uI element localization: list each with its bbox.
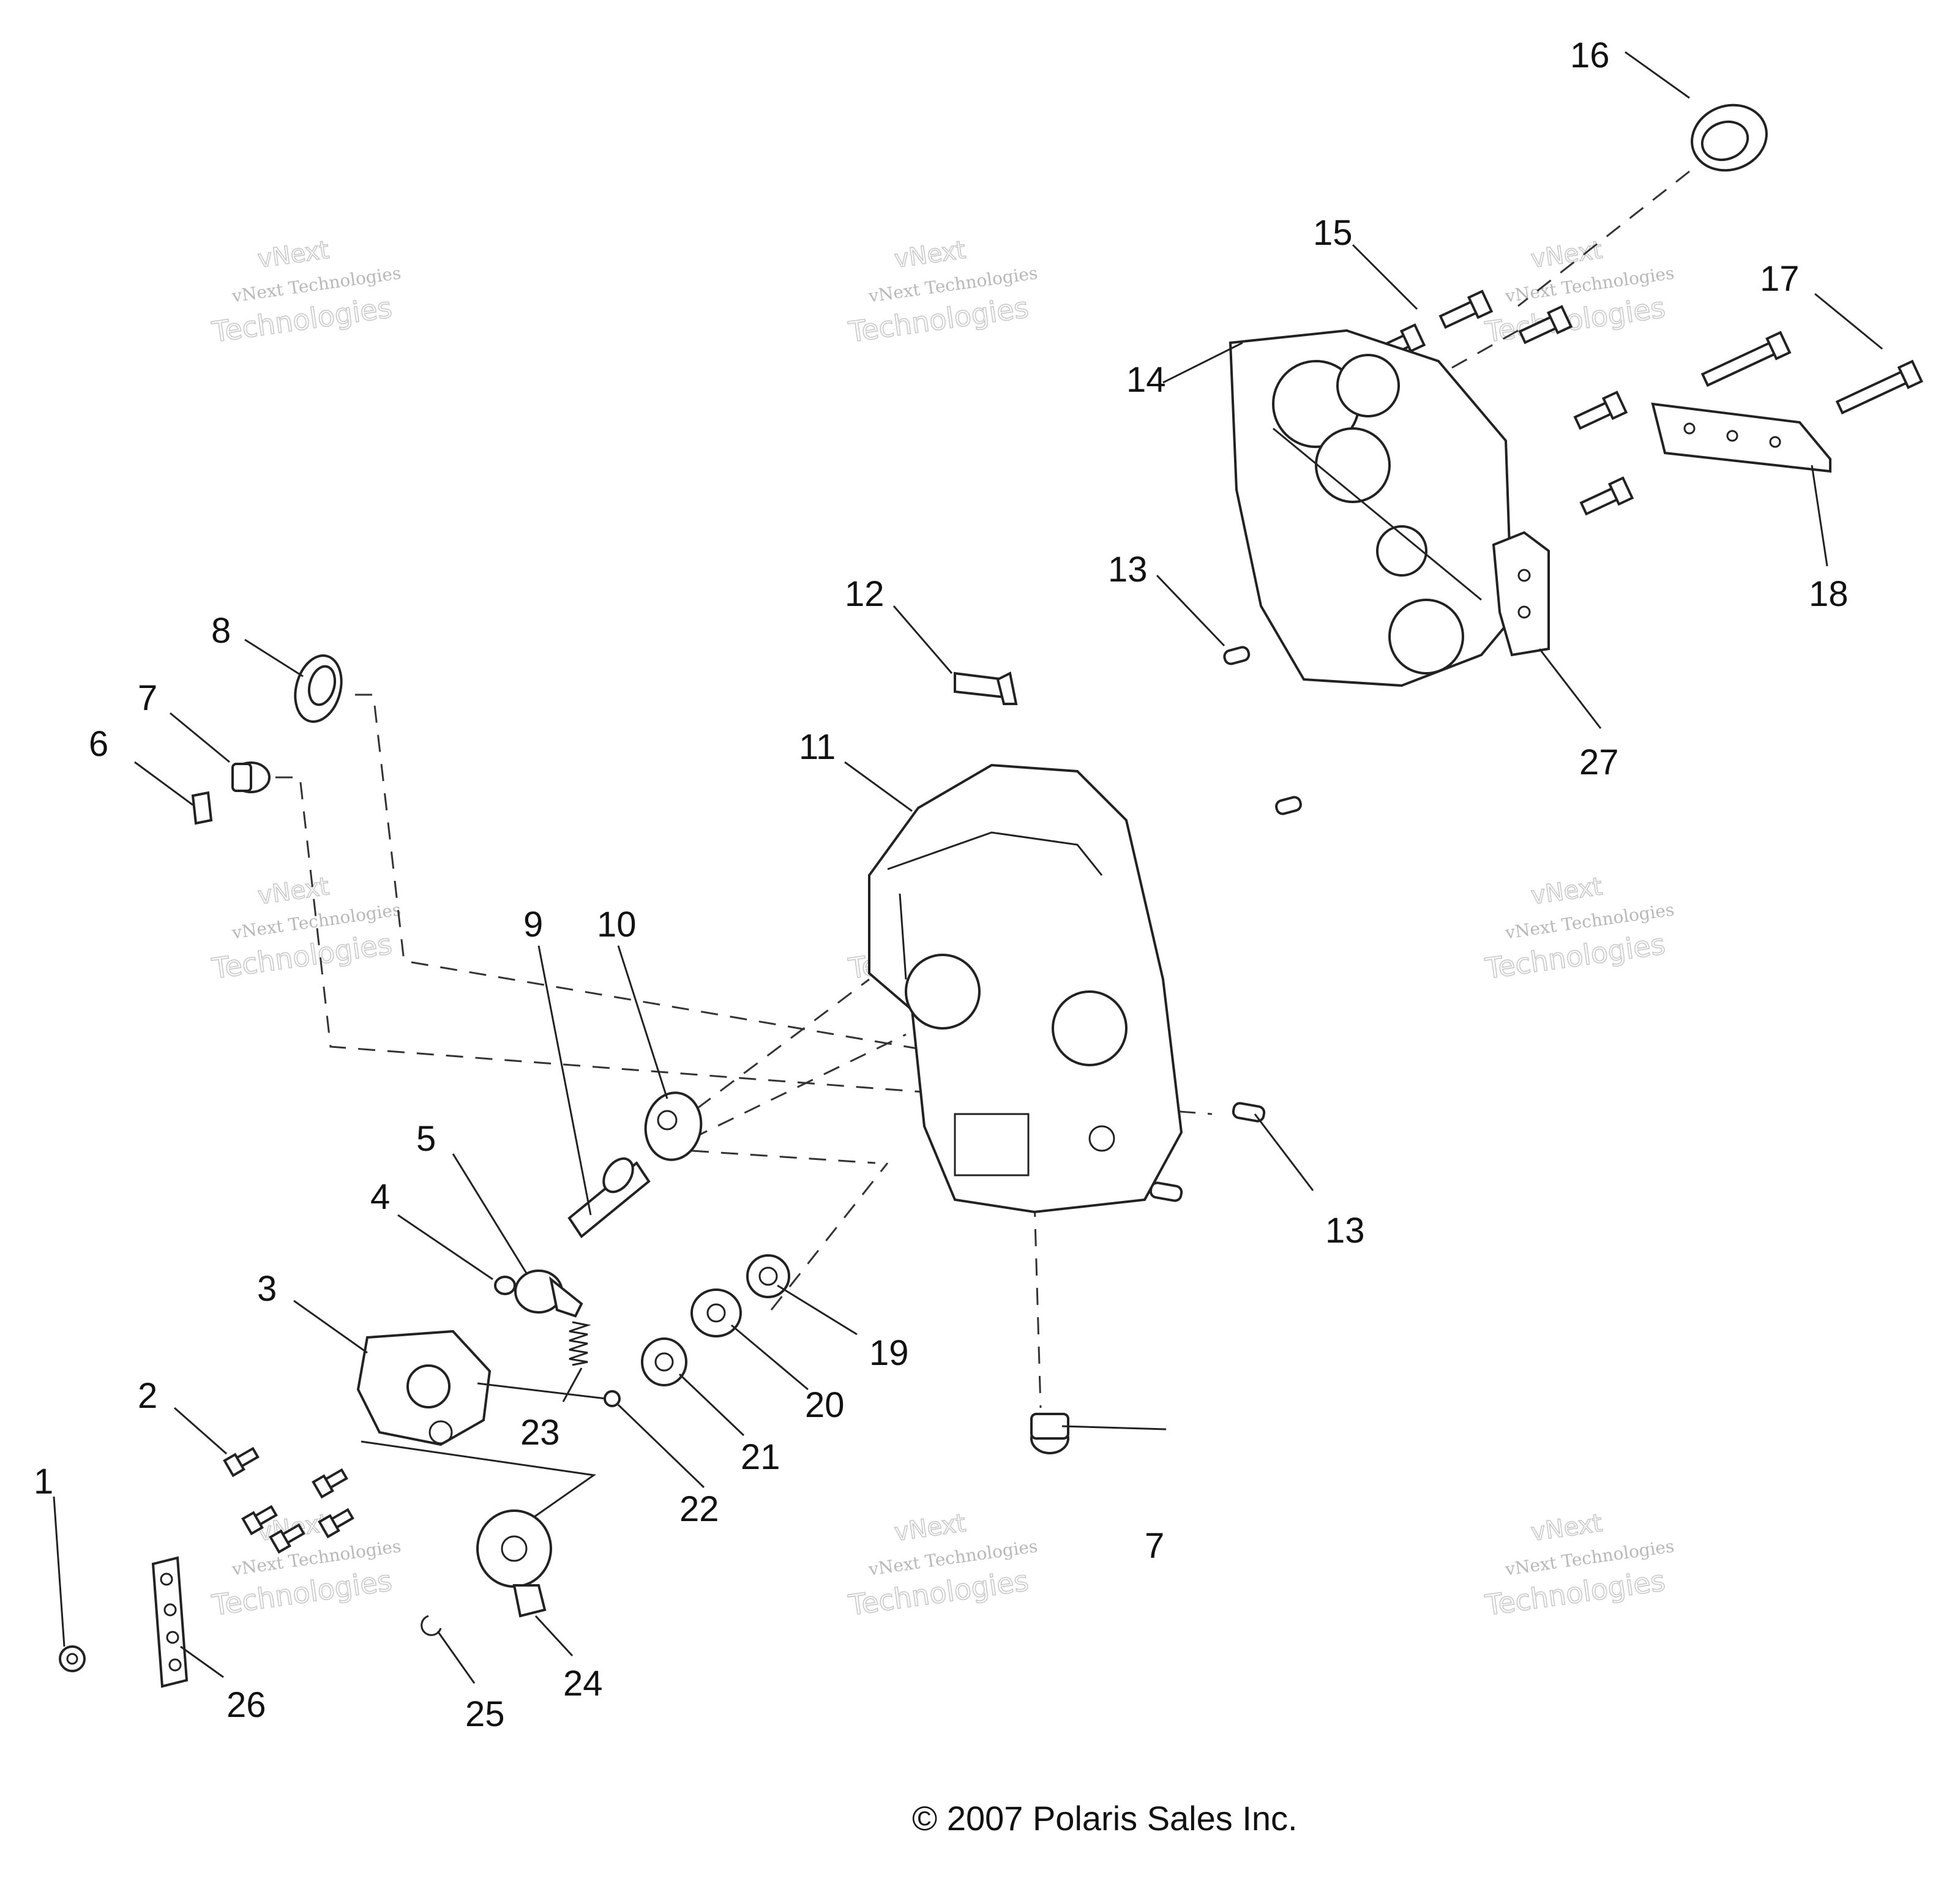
- part-6-clip: [191, 791, 213, 825]
- callout-14: 14: [1126, 360, 1166, 400]
- svg-text:vNext: vNext: [256, 236, 331, 274]
- callout-20: 20: [805, 1385, 845, 1425]
- callout-1: 1: [34, 1462, 53, 1501]
- svg-text:vNext: vNext: [892, 236, 967, 274]
- callout-21: 21: [741, 1437, 780, 1477]
- leader-lines: [53, 51, 1883, 1684]
- callout-7a: 7: [138, 678, 157, 718]
- part-8-seal: [294, 654, 343, 723]
- part-11-main-case: [868, 763, 1183, 1214]
- part-16-seal: [1691, 103, 1768, 172]
- callout-16: 16: [1570, 36, 1610, 75]
- part-9-shaft: [567, 1157, 651, 1238]
- svg-text:vNext: vNext: [892, 1509, 967, 1547]
- part-27-bracket: [1492, 531, 1550, 657]
- watermark: vNext vNext Technologies Technologies: [846, 235, 1039, 349]
- part-17-bolts: [1573, 331, 1923, 516]
- watermark: vNext vNext Technologies Technologies: [209, 1508, 402, 1622]
- part-19-gear: [746, 1254, 790, 1298]
- callout-11: 11: [799, 727, 836, 767]
- callout-8: 8: [211, 611, 231, 651]
- part-21-gear: [641, 1337, 687, 1386]
- callout-18: 18: [1809, 574, 1849, 614]
- callout-17: 17: [1760, 259, 1800, 299]
- callout-24: 24: [563, 1664, 603, 1703]
- callout-22: 22: [679, 1489, 719, 1529]
- callout-26: 26: [226, 1685, 266, 1725]
- part-26-plate: [151, 1556, 189, 1688]
- callout-10: 10: [597, 905, 637, 944]
- callout-9: 9: [523, 905, 543, 944]
- callout-3: 3: [257, 1269, 277, 1309]
- callout-7b: 7: [1145, 1526, 1164, 1566]
- part-2-screws: [223, 1446, 354, 1554]
- callout-13b: 13: [1325, 1211, 1365, 1251]
- callout-25: 25: [465, 1694, 505, 1734]
- callout-6: 6: [89, 724, 108, 764]
- part-24-idler: [476, 1509, 552, 1618]
- callout-19: 19: [869, 1333, 909, 1373]
- part-14-cover: [1229, 329, 1514, 687]
- part-7-plug: [231, 761, 271, 793]
- part-3-housing: [356, 1329, 607, 1519]
- callout-27: 27: [1579, 742, 1619, 782]
- callout-15: 15: [1313, 213, 1353, 253]
- callout-2: 2: [138, 1376, 157, 1416]
- watermark: vNext vNext Technologies Technologies: [846, 1508, 1039, 1622]
- part-1-nut: [59, 1645, 86, 1672]
- callout-23: 23: [520, 1413, 560, 1453]
- callout-4: 4: [370, 1177, 390, 1217]
- callout-5: 5: [416, 1119, 436, 1159]
- part-7-plug-bottom: [1030, 1413, 1069, 1454]
- watermark: vNext vNext Technologies Technologies: [1483, 235, 1675, 349]
- part-12-fitting: [954, 671, 1018, 705]
- callout-13a: 13: [1108, 550, 1148, 589]
- part-10-gear: [644, 1091, 703, 1161]
- svg-text:vNext: vNext: [1529, 872, 1604, 910]
- part-4-ring: [494, 1276, 516, 1295]
- svg-text:vNext: vNext: [256, 872, 331, 910]
- part-22-ring: [604, 1390, 621, 1407]
- svg-text:vNext: vNext: [1529, 1509, 1604, 1547]
- part-20-gear: [690, 1288, 742, 1337]
- part-23-spring: [569, 1321, 591, 1366]
- callout-labels: 1 2 3 4 5 6 7 7 8 9 10 11 12 13 13 14 15…: [34, 36, 1849, 1734]
- copyright-notice: © 2007 Polaris Sales Inc.: [912, 1799, 1298, 1838]
- callout-12: 12: [845, 574, 885, 614]
- part-5-cam: [514, 1270, 583, 1318]
- part-18-bracket: [1651, 402, 1831, 473]
- assembly-dashed-lines: [275, 170, 1690, 1408]
- watermark: vNext vNext Technologies Technologies: [209, 235, 402, 349]
- watermark: vNext vNext Technologies Technologies: [1483, 872, 1675, 985]
- watermark: vNext vNext Technologies Technologies: [1483, 1508, 1675, 1622]
- watermark: vNext vNext Technologies Technologies: [209, 872, 402, 985]
